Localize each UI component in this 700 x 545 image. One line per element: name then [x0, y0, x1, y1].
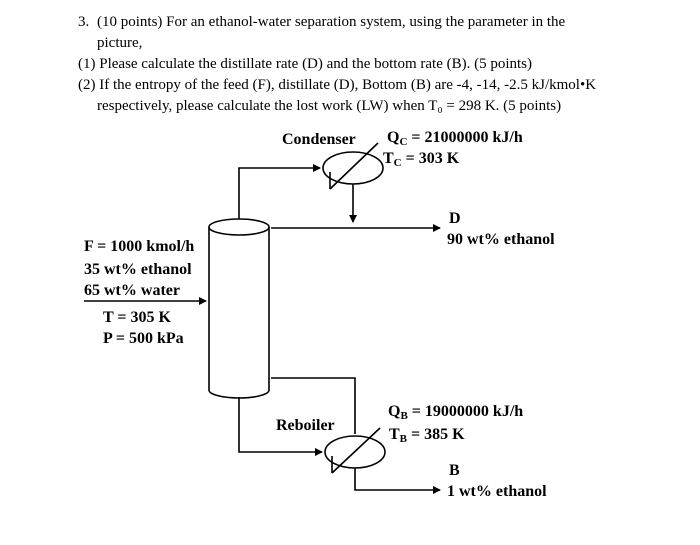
reboiler-duty: QB = 19000000 kJ/h [388, 403, 524, 422]
condenser-symbol [322, 142, 384, 190]
reboiler-temperature: TB = 385 K [389, 426, 465, 445]
question-text-continued: picture, [97, 35, 143, 51]
question-text: (10 points) For an ethanol-water separat… [97, 14, 566, 30]
feed-rate: F = 1000 kmol/h [84, 238, 195, 255]
feed-ethanol: 35 wt% ethanol [84, 261, 192, 278]
distillate-label: D [449, 210, 461, 227]
bottoms-to-reboiler-line [238, 397, 323, 456]
reboiler-label: Reboiler [276, 417, 335, 434]
condenser-duty: QC = 21000000 kJ/h [387, 129, 523, 148]
feed-water: 65 wt% water [84, 282, 180, 299]
bottoms-label: B [449, 462, 460, 479]
question-part-2: (2) If the entropy of the feed (F), dist… [78, 77, 597, 93]
overhead-vapor-line [238, 164, 321, 219]
question-number: 3. [78, 14, 90, 30]
question-part-1: (1) Please calculate the distillate rate… [78, 56, 533, 72]
bottoms-line [354, 468, 441, 494]
distillate-composition: 90 wt% ethanol [447, 231, 555, 248]
distillation-column [208, 218, 270, 399]
bottoms-composition: 1 wt% ethanol [447, 483, 547, 500]
reboiler-vapor-return-line [271, 377, 356, 434]
condenser-temperature: TC = 303 K [383, 150, 460, 169]
question-part-2-continued: respectively, please calculate the lost … [97, 98, 562, 114]
feed-pressure: P = 500 kPa [103, 330, 184, 347]
condenser-label: Condenser [282, 131, 356, 148]
reboiler-symbol [324, 427, 386, 474]
feed-temperature: T = 305 K [103, 309, 171, 326]
